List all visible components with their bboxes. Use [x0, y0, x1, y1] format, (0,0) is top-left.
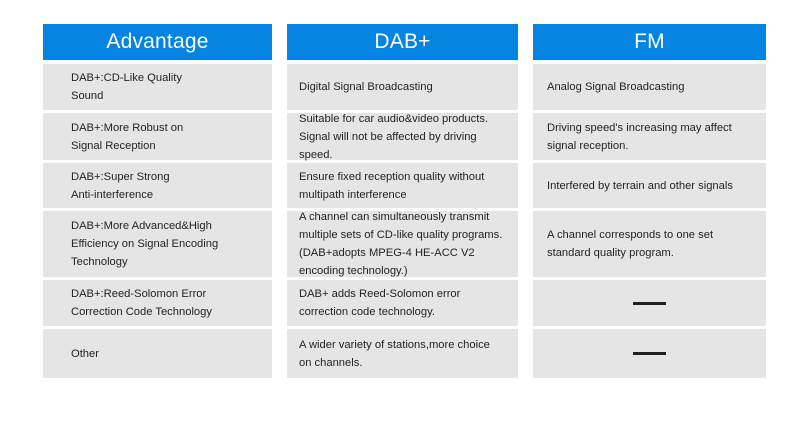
- table-cell: [533, 280, 766, 326]
- empty-value-dash-icon: [633, 352, 666, 355]
- table-cell: Interfered by terrain and other signals: [533, 163, 766, 208]
- table-cell: Digital Signal Broadcasting: [287, 64, 518, 110]
- cell-text-line: A channel corresponds to one set: [547, 229, 714, 241]
- cell-text-line: Sound: [71, 90, 104, 102]
- column-header-advantage: Advantage: [43, 24, 272, 60]
- cell-text-line: DAB+:Reed-Solomon Error: [71, 288, 207, 300]
- table-cell: DAB+:More Robust on Signal Reception: [43, 113, 272, 160]
- cell-text-line: multiple sets of CD-like quality program…: [299, 229, 503, 241]
- cell-text-line: A wider variety of stations,more choice: [299, 338, 490, 351]
- table-cell: A channel corresponds to one set standard…: [533, 211, 766, 277]
- table-cell: A channel can simultaneously transmit mul…: [287, 211, 518, 277]
- table-cell: Suitable for car audio&video products. Si…: [287, 112, 518, 161]
- cell-text-line: Digital Signal Broadcasting: [299, 81, 433, 93]
- table-cell: Ensure fixed reception quality without mu…: [287, 163, 518, 208]
- cell-text-line: (DAB+adopts MPEG-4 HE-ACC V2: [299, 247, 475, 259]
- cell-text-line: DAB+:Super Strong: [71, 170, 170, 183]
- cell-text-line: Driving speed's increasing may affect: [547, 121, 732, 134]
- cell-text-line: DAB+:CD-Like Quality: [71, 72, 182, 84]
- table-cell: Driving speed's increasing may affect sig…: [533, 113, 766, 160]
- cell-text-line: A channel can simultaneously transmit: [299, 211, 490, 223]
- cell-text-line: on channels.: [299, 356, 363, 369]
- cell-text-line: Signal Reception: [71, 139, 156, 152]
- table-cell: Other: [43, 329, 272, 378]
- table-cell: [533, 329, 766, 378]
- cell-text-line: multipath interference: [299, 188, 407, 201]
- table-cell: A wider variety of stations,more choice o…: [287, 329, 518, 378]
- cell-text-line: signal reception.: [547, 139, 629, 152]
- cell-text-line: Analog Signal Broadcasting: [547, 81, 685, 93]
- cell-text-line: correction code technology.: [299, 306, 435, 318]
- column-header-fm: FM: [533, 24, 766, 60]
- cell-text-line: Signal will not be affected by driving: [299, 130, 477, 143]
- cell-text-line: Interfered by terrain and other signals: [547, 179, 733, 192]
- table-cell: DAB+ adds Reed-Solomon error correction c…: [287, 280, 518, 326]
- table-cell: Analog Signal Broadcasting: [533, 64, 766, 110]
- cell-text-line: Efficiency on Signal Encoding: [71, 238, 219, 250]
- cell-text-line: standard quality program.: [547, 247, 674, 259]
- cell-text-line: DAB+ adds Reed-Solomon error: [299, 288, 461, 300]
- column-header-dab-plus: DAB+: [287, 24, 518, 60]
- cell-text-line: Anti-interference: [71, 188, 154, 201]
- cell-text-line: encoding technology.): [299, 265, 408, 277]
- cell-text-line: Suitable for car audio&video products.: [299, 112, 489, 125]
- cell-text-line: Technology: [71, 256, 128, 268]
- cell-text-line: Ensure fixed reception quality without: [299, 170, 485, 183]
- cell-text-line: DAB+:More Advanced&High: [71, 220, 212, 232]
- empty-value-dash-icon: [633, 301, 666, 305]
- cell-text-line: speed.: [299, 148, 333, 161]
- cell-text-line: DAB+:More Robust on: [71, 121, 184, 134]
- cell-text-line: Correction Code Technology: [71, 306, 212, 318]
- cell-text-line: Other: [71, 347, 99, 360]
